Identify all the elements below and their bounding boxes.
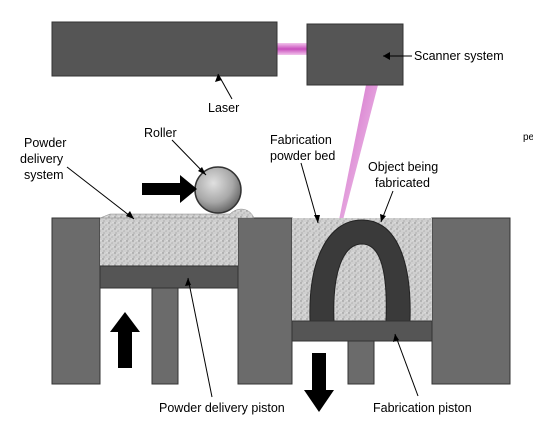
scanned-beam	[339, 85, 378, 220]
label-delivery-piston: Powder delivery piston	[159, 401, 285, 415]
right-wall	[431, 217, 511, 385]
label-powder-delivery-1: Powder	[24, 136, 66, 150]
roller	[194, 166, 242, 214]
label-laser: Laser	[208, 101, 239, 115]
arrow-down-icon	[304, 353, 334, 412]
leader-head-fab-piston	[393, 334, 399, 342]
label-powder-delivery-3: system	[24, 168, 64, 182]
label-fab-bed-2: powder bed	[270, 149, 335, 163]
delivery-powder	[100, 218, 238, 266]
leader-head-powder	[126, 211, 134, 219]
delivery-piston-plate	[99, 265, 239, 289]
arrow-up-icon	[110, 312, 140, 368]
leader-head-roller	[198, 167, 206, 175]
middle-wall	[237, 217, 293, 385]
leader-head-delivery-piston	[185, 278, 191, 286]
left-wall	[51, 217, 101, 385]
label-object-1: Object being	[368, 160, 438, 174]
label-edge-fragment: pe	[523, 132, 533, 143]
label-roller: Roller	[144, 126, 177, 140]
leader-powder-delivery	[66, 166, 135, 220]
label-powder-delivery-2: delivery	[20, 152, 64, 166]
leader-head-scanner	[383, 52, 390, 60]
fab-piston-rod	[347, 340, 375, 385]
laser-unit	[51, 21, 278, 77]
label-scanner: Scanner system	[414, 49, 504, 63]
fab-piston-plate	[291, 320, 433, 342]
label-fab-bed-1: Fabrication	[270, 133, 332, 147]
delivery-piston-rod	[151, 287, 179, 385]
laser-beam	[277, 43, 309, 55]
arrow-right-icon	[142, 175, 197, 203]
leader-fab-piston	[394, 333, 419, 397]
label-fab-piston: Fabrication piston	[373, 401, 472, 415]
leader-head-laser	[215, 74, 222, 82]
leader-delivery-piston	[187, 277, 213, 398]
label-object-2: fabricated	[375, 176, 430, 190]
powder-heap	[99, 208, 255, 219]
leader-head-fab-bed	[314, 215, 320, 223]
leader-fab-bed	[300, 162, 319, 224]
leader-head-object	[380, 214, 386, 222]
